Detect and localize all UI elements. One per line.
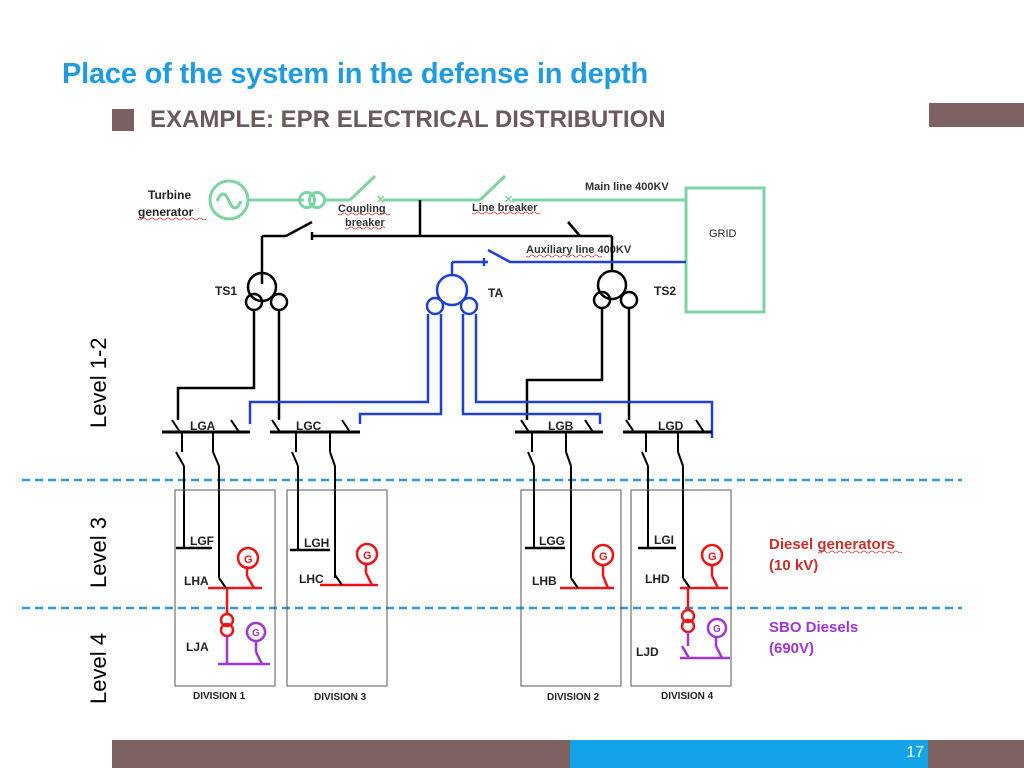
lhb-label: LHB — [532, 574, 557, 588]
svg-text:LGA: LGA — [190, 419, 216, 433]
subtitle-text: EXAMPLE: EPR ELECTRICAL DISTRIBUTION — [150, 106, 666, 133]
lgg-label: LGG — [539, 534, 565, 548]
coupling-label-line1: Coupling — [338, 203, 386, 215]
lhc-label: LHC — [299, 572, 324, 586]
lgh-label: LGH — [304, 536, 329, 550]
busbar-lgb: LGB — [515, 419, 603, 434]
division-4-box — [630, 489, 732, 687]
busbar-lgd: LGD — [623, 419, 712, 434]
main-line-label: Main line 400KV — [585, 181, 669, 193]
step-up-transformer-icon — [298, 191, 316, 209]
sine-wave-icon — [215, 192, 243, 210]
page-number: 17 — [906, 744, 924, 761]
legend-diesel-line1: Diesel generators — [769, 536, 895, 553]
lhd-label: LHD — [645, 572, 670, 586]
turbine-label-line2: generator — [138, 205, 194, 219]
footer-bar-center — [570, 740, 928, 768]
line-breaker-label: Line breaker — [472, 202, 538, 214]
auxiliary-line — [487, 248, 686, 264]
svg-text:✕: ✕ — [504, 194, 513, 206]
lja-label: LJA — [186, 640, 209, 654]
division-2-label: DIVISION 2 — [547, 692, 600, 703]
lgf-label: LGF — [190, 534, 214, 548]
svg-text:LGB: LGB — [548, 419, 574, 433]
ts2-transformer-icon — [596, 269, 628, 301]
lha-label: LHA — [184, 574, 209, 588]
ta-label: TA — [488, 286, 503, 300]
generator-g-icon: G — [708, 551, 717, 563]
page-title: Place of the system in the defense in de… — [62, 58, 649, 90]
division-1-box — [174, 489, 276, 687]
square-bullet-icon — [112, 109, 134, 131]
division-3-label: DIVISION 3 — [314, 692, 367, 703]
generator-g-icon: G — [363, 550, 372, 562]
coupling-breaker-icon — [348, 174, 377, 202]
generator-g-icon: G — [244, 554, 253, 566]
grid-box — [684, 186, 766, 314]
svg-text:LGC: LGC — [296, 419, 322, 433]
sbo-generator-g-icon: G — [713, 624, 721, 635]
legend-diesel-line2: (10 kV) — [769, 557, 818, 574]
busbar-lga: LGA — [162, 419, 250, 434]
ts1-label: TS1 — [215, 284, 237, 298]
header-accent-bar — [929, 103, 1024, 127]
lgi-label: LGI — [654, 533, 674, 547]
svg-text:✕: ✕ — [376, 194, 385, 206]
ljd-label: LJD — [636, 645, 659, 659]
svg-text:LGD: LGD — [658, 419, 684, 433]
busbar-lgc: LGC — [270, 419, 360, 434]
legend-sbo-line1: SBO Diesels — [769, 619, 858, 636]
page-subtitle: EXAMPLE: EPR ELECTRICAL DISTRIBUTION — [112, 106, 666, 134]
sbo-generator-g-icon: G — [252, 628, 260, 639]
division-3-box — [286, 489, 388, 687]
ts2-breaker-icon — [567, 221, 581, 237]
grid-label: GRID — [709, 228, 737, 240]
turbine-label-line1: Turbine — [148, 188, 191, 202]
legend-sbo-line2: (690V) — [769, 640, 814, 657]
spellcheck-underline — [137, 217, 207, 221]
generator-g-icon: G — [599, 551, 608, 563]
footer-bar-right — [928, 740, 1024, 768]
auxiliary-line-label: Auxiliary line 400KV — [526, 244, 632, 256]
line-breaker-icon — [478, 174, 507, 202]
coupling-label-line2: breaker — [345, 217, 385, 229]
division-1-label: DIVISION 1 — [193, 691, 246, 702]
ts2-label: TS2 — [654, 284, 676, 298]
ts1-breaker-icon — [285, 220, 313, 238]
footer-bar-left — [112, 740, 570, 768]
division-4-label: DIVISION 4 — [661, 691, 714, 702]
ta-transformer-icon — [435, 273, 469, 307]
division-2-box — [520, 489, 622, 687]
